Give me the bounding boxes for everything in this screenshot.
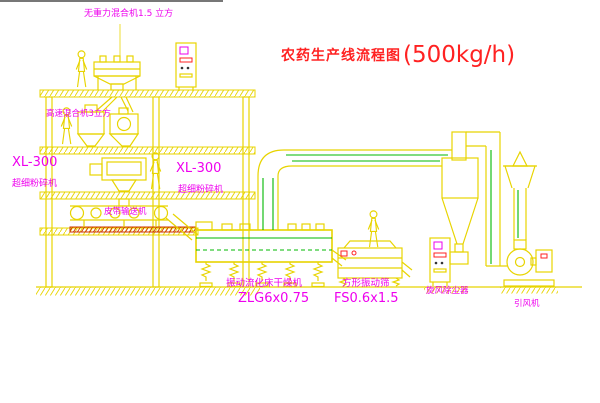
title-text: 农药生产线流程图: [281, 48, 401, 64]
label-dryer-name: 振动流化床干燥机: [226, 278, 303, 289]
ground: [36, 286, 582, 296]
cyclone-dust-collector: [441, 131, 501, 266]
label-belt-conveyor: 皮带输送机: [104, 207, 147, 217]
label-screen-name: 方形振动筛: [342, 278, 390, 289]
worker-figure-ground: [367, 210, 380, 248]
label-center-crusher-model: XL-300: [176, 161, 222, 176]
label-gravity-mixer: 无重力混合机1.5 立方: [84, 9, 174, 19]
high-speed-mixer: [76, 104, 106, 147]
crusher-xl300: [89, 157, 147, 207]
title-capacity: (500kg/h): [403, 42, 516, 68]
exhaust-duct: [257, 149, 452, 230]
page-title: 农药生产线流程图 (500kg/h): [281, 42, 515, 68]
label-high-speed-mixer: 高速混合机3立方: [46, 109, 111, 119]
label-fan: 引风机: [514, 299, 540, 309]
gravity-mixer: [93, 24, 141, 113]
label-cyclone: 旋风除尘器: [426, 286, 469, 296]
label-left-crusher-model: XL-300: [12, 155, 58, 170]
label-screen-model: FS0.6x1.5: [334, 291, 399, 306]
label-left-crusher-name: 超细粉碎机: [12, 179, 58, 189]
fluid-bed-dryer: [195, 221, 347, 288]
mill-feeder: [108, 107, 140, 147]
label-dryer-model: ZLG6x0.75: [238, 291, 310, 306]
label-center-crusher-name: 超细粉碎机: [178, 185, 224, 195]
worker-figure-roof: [75, 50, 88, 88]
induced-draft-fan: [486, 150, 555, 287]
control-panel-right: [429, 237, 451, 287]
belt-conveyor: [69, 205, 199, 241]
control-panel-left: [175, 42, 197, 92]
